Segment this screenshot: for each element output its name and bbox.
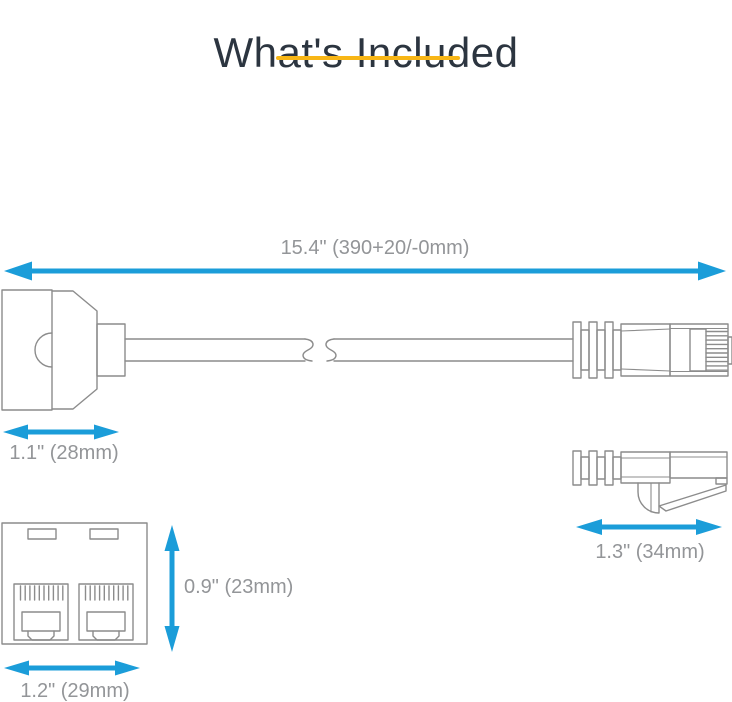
led-window-left bbox=[27, 528, 57, 540]
front-width-arrow bbox=[4, 660, 140, 676]
cable-break-left bbox=[302, 338, 314, 362]
splitter-body bbox=[1, 289, 53, 411]
cable bbox=[124, 338, 574, 362]
rj45-jack-right bbox=[78, 583, 134, 641]
splitter-boss bbox=[34, 332, 53, 368]
led-window-right bbox=[89, 528, 119, 540]
cable-length-label: 15.4" (390+20/-0mm) bbox=[280, 237, 470, 259]
splitter-front-view bbox=[1, 522, 148, 645]
boot bbox=[620, 323, 671, 377]
rj45-plug-side-view bbox=[572, 450, 728, 514]
page-title: What's Included bbox=[213, 29, 519, 77]
jack-pins bbox=[19, 585, 64, 601]
rj45-plug-top-view bbox=[572, 321, 732, 379]
contact-pins bbox=[705, 330, 728, 371]
front-face bbox=[1, 522, 148, 645]
splitter-width-arrow bbox=[3, 424, 119, 440]
connector-length-arrow bbox=[576, 519, 722, 535]
front-width-label: 1.2" (29mm) bbox=[20, 680, 130, 702]
splitter-side-view bbox=[1, 289, 126, 411]
strain-relief bbox=[96, 323, 126, 377]
jack-pins bbox=[84, 585, 129, 601]
latch-tab bbox=[637, 482, 660, 514]
boot bbox=[620, 451, 671, 484]
splitter-taper bbox=[51, 290, 98, 410]
rj45-jack-left bbox=[13, 583, 69, 641]
splitter-height-arrow bbox=[164, 525, 180, 652]
latch-lever bbox=[658, 484, 727, 512]
title-underline bbox=[276, 56, 460, 60]
splitter-width-label: 1.1" (28mm) bbox=[9, 442, 119, 464]
cable-break-right bbox=[325, 338, 337, 362]
splitter-height-label: 0.9" (23mm) bbox=[184, 576, 294, 598]
cable-length-arrow bbox=[4, 261, 726, 281]
connector-length-label: 1.3" (34mm) bbox=[595, 541, 705, 563]
plug-body bbox=[669, 451, 728, 479]
